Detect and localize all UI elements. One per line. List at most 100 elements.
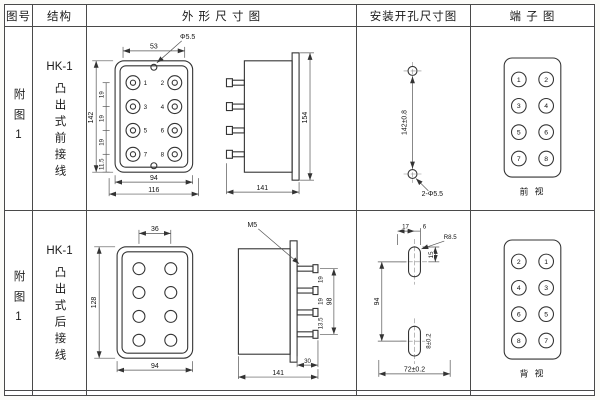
- row2-outline-drawing: 36 128 94 M5 98 19 19 13.5 30 141: [90, 221, 338, 380]
- row1-mounting-drawing: 142±0.8 2-Φ5.5: [401, 62, 444, 199]
- row2-model-label: HK-1: [46, 245, 73, 257]
- view-label-front: 前 视: [520, 186, 546, 197]
- terminal-number: 3: [144, 104, 148, 111]
- bottom-strip-cell: [357, 391, 471, 395]
- dim-body-width: 94: [150, 175, 158, 182]
- terminal-number: 3: [544, 285, 548, 292]
- terminal-number: 4: [544, 103, 548, 110]
- dim-pitch: 19: [317, 298, 324, 305]
- dim-top-width: 53: [150, 43, 158, 50]
- terminal-number: 5: [517, 130, 521, 137]
- dim-pitch: 11.5: [99, 158, 106, 170]
- terminal-number: 8: [544, 156, 548, 163]
- row1-model-label: HK-1: [46, 61, 73, 73]
- terminal-number: 2: [517, 259, 521, 266]
- terminal-number: 2: [161, 80, 165, 87]
- row1-structure-cell: HK-1 凸出式前接线: [33, 27, 87, 211]
- terminal-number: 8: [161, 152, 165, 159]
- row1-terminal-cell: 1 2 3 4 5 6 7 8 前 视: [471, 27, 594, 211]
- slot-centerlines: [400, 239, 429, 364]
- row2-dimension-lines: [94, 228, 338, 380]
- row2-outline-cell: 36 128 94 M5 98 19 19 13.5 30 141: [87, 211, 357, 391]
- terminal-number: 1: [517, 77, 521, 84]
- row2-terminal-cell: 2 1 4 3 6 5 8 7 背 视: [471, 211, 594, 391]
- terminal-block-outline: [503, 57, 562, 178]
- dim-slot-spacing: 94: [374, 297, 381, 305]
- header-mounting-holes: 安装开孔尺寸图: [357, 5, 471, 27]
- header-terminal-diagram: 端 子 图: [471, 5, 594, 27]
- radius-callout: R8.5: [444, 234, 458, 241]
- row2-mounting-drawing: 94 17 6 15 R8.5 8±0.2 72±0.2: [373, 223, 458, 377]
- terminal-block-outline: [503, 239, 562, 360]
- dim-stud-length: 30: [304, 358, 311, 365]
- relay-side-view: [225, 52, 300, 181]
- dim-pitch: 19: [317, 276, 324, 283]
- relay-side-view-rear-wiring: [237, 240, 319, 363]
- terminal-diagram-numbers: 1 2 3 4 5 6 7 8: [516, 76, 549, 164]
- header-figure-no-label: 图号: [6, 10, 31, 23]
- row1-mounting-dim-lines: [410, 76, 429, 192]
- holes-callout: 2-Φ5.5: [422, 191, 443, 198]
- dim-overall-height: 142: [88, 112, 95, 124]
- relay-rear-face-view: [116, 246, 194, 359]
- dim-side-height: 154: [302, 112, 309, 124]
- row2-figure-no: 附图1: [12, 269, 25, 332]
- row1-mount-type-label: 凸出式前接线: [53, 82, 66, 181]
- dim-pitch: 13.5: [317, 317, 324, 330]
- dim-body-width: 94: [151, 363, 159, 370]
- header-structure: 结构: [33, 5, 87, 27]
- row1-figure-no-cell: 附图1: [5, 27, 33, 211]
- terminal-number: 8: [517, 338, 521, 345]
- mounting-slots: [407, 246, 421, 357]
- dim-slot-width: 6: [423, 224, 427, 231]
- dim-pitch: 19: [99, 91, 106, 98]
- terminal-number: 1: [144, 80, 148, 87]
- row1-dimension-lines: [92, 40, 314, 197]
- terminal-number: 6: [517, 312, 521, 319]
- dim-hole-spacing: 142±0.8: [402, 110, 409, 135]
- terminal-number: 3: [517, 103, 521, 110]
- terminal-number: 6: [161, 128, 165, 135]
- stud-thread-label: M5: [247, 222, 257, 229]
- row1-figure-no: 附图1: [12, 87, 25, 150]
- terminal-number: 6: [544, 130, 548, 137]
- row2-mount-type-label: 凸出式后接线: [53, 266, 66, 365]
- dim-stud-span: 98: [326, 297, 333, 305]
- datasheet-table: 图号 结构 外 形 尺 寸 图 安装开孔尺寸图 端 子 图 附图1 HK-1 凸…: [4, 4, 595, 396]
- header-structure-label: 结构: [47, 10, 72, 23]
- header-figure-no: 图号: [5, 5, 33, 27]
- row1-outline-drawing: 1 2 3 4 5 6 7 8 53 Φ5.5 142 19 19 19 11.…: [87, 33, 314, 197]
- row2-mounting-holes-cell: 94 17 6 15 R8.5 8±0.2 72±0.2: [357, 211, 471, 391]
- dim-overall-height: 128: [91, 297, 98, 309]
- terminal-number: 5: [544, 312, 548, 319]
- terminal-diagram-numbers: 2 1 4 3 6 5 8 7: [516, 258, 549, 346]
- header-outline-dimensions: 外 形 尺 寸 图: [87, 5, 357, 27]
- terminal-number: 5: [144, 128, 148, 135]
- bottom-strip-cell: [471, 391, 594, 395]
- dim-top-width: 36: [151, 226, 159, 233]
- header-outline-label: 外 形 尺 寸 图: [181, 10, 262, 23]
- header-terminal-label: 端 子 图: [509, 10, 556, 23]
- row1-terminal-diagram: 1 2 3 4 5 6 7 8 前 视: [503, 57, 562, 198]
- row1-mounting-holes-cell: 142±0.8 2-Φ5.5: [357, 27, 471, 211]
- bottom-strip-cell: [33, 391, 87, 395]
- view-label-back: 背 视: [520, 368, 546, 379]
- relay-front-view: [114, 60, 194, 173]
- dim-slot-offset: 15: [428, 251, 435, 258]
- dim-side-depth: 141: [256, 185, 268, 192]
- row2-mounting-dim-lines: [377, 228, 451, 377]
- dim-bottom-width: 72±0.2: [404, 366, 425, 373]
- hole-diameter-label: Φ5.5: [180, 34, 195, 41]
- terminal-number: 7: [544, 338, 548, 345]
- row1-outline-cell: 1 2 3 4 5 6 7 8 53 Φ5.5 142 19 19 19 11.…: [87, 27, 357, 211]
- terminal-number: 2: [544, 77, 548, 84]
- dim-side-depth: 141: [272, 370, 284, 377]
- terminal-number: 1: [544, 259, 548, 266]
- dim-pitch: 19: [99, 115, 106, 122]
- terminal-number: 7: [144, 152, 148, 159]
- bottom-strip-cell: [5, 391, 33, 395]
- bottom-strip-cell: [87, 391, 357, 395]
- header-mounting-label: 安装开孔尺寸图: [369, 10, 458, 23]
- row2-structure-cell: HK-1 凸出式后接线: [33, 211, 87, 391]
- dim-pitch: 19: [99, 138, 106, 145]
